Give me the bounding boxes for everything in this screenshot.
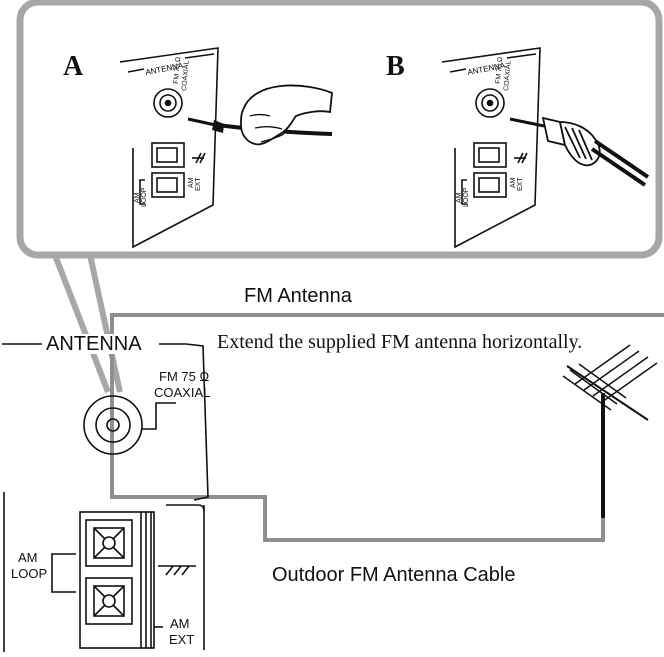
outdoor-antenna-element-7 <box>578 363 627 399</box>
am-ext-terminal-bottom <box>85 577 133 625</box>
panel-b-am-loop-small-label-1: AM <box>456 192 463 203</box>
panel-a-terminal-top <box>151 142 185 168</box>
panel-b-plug-cable-bottom <box>590 147 647 187</box>
panel-a-hand-fold-3 <box>260 133 285 143</box>
am-ext-label-line2: EXT <box>169 632 195 647</box>
panel-a-rear-plate <box>119 47 219 249</box>
outdoor-antenna-element-4 <box>601 362 658 403</box>
panel-a-am-ext-small-label-1: AM <box>188 177 195 188</box>
outdoor-antenna-boom <box>566 365 649 421</box>
panel-a-am-loop-small-label-2: LOOP <box>141 187 148 207</box>
panel-a-ground-slash-2 <box>199 152 206 164</box>
panel-b-fm-small-label-2: COAXIAL <box>503 60 513 91</box>
panel-b-fm-jack-pin <box>486 99 494 107</box>
am-loop-label-line2: LOOP <box>11 566 48 581</box>
panel-a-antenna-line-right <box>184 53 215 59</box>
main-fm-jack-middle <box>95 407 131 443</box>
panel-a-device <box>119 47 219 249</box>
ground-symbol-slash-3 <box>181 565 190 576</box>
am-loop-label-line1: AM <box>18 550 38 565</box>
panel-b-ground-slash-1 <box>517 152 524 164</box>
am-terminal-block <box>79 511 155 649</box>
panel-a-fm-small-label-1: FM 75 Ω <box>173 57 182 85</box>
am-ext-terminal-bottom-inner <box>93 585 125 617</box>
panel-a-terminal-bottom-inner <box>156 177 178 193</box>
panel-b-rear-plate <box>441 47 541 249</box>
panel-b-am-loop-small-label-2: LOOP <box>463 187 470 207</box>
ground-symbol-slash-1 <box>165 565 174 576</box>
outdoor-antenna-element-1 <box>574 344 631 385</box>
panel-b-plug-ridge-1 <box>564 126 581 159</box>
panel-b-antenna-line-left <box>449 68 467 73</box>
panel-a-terminal-top-inner <box>156 147 178 163</box>
callout-pointer-left <box>52 253 111 394</box>
antenna-section-label: ANTENNA <box>44 333 144 355</box>
panel-a-fm-small-label-2: COAXIAL <box>181 60 191 91</box>
outdoor-antenna <box>562 344 658 518</box>
callout-pointer-right <box>87 254 123 393</box>
panel-a-wire-insertion <box>187 84 333 146</box>
panel-a-am-loop-small-label-1: AM <box>134 192 141 203</box>
panel-b-terminal-bottom <box>473 172 507 198</box>
coaxial-label: COAXIAL <box>154 385 211 400</box>
outdoor-antenna-element-2 <box>583 350 640 391</box>
am-loop-terminal-top <box>85 519 133 567</box>
ground-symbol-slash-2 <box>173 565 182 576</box>
panel-b-loop-bracket <box>461 179 467 205</box>
panel-a-am-ext-small-label-2: EXT <box>195 177 202 191</box>
fm-antenna-upper-wire <box>110 313 664 392</box>
panel-b-label: B <box>386 51 405 82</box>
panel-a-wire-connector <box>212 120 224 133</box>
panel-a-hand-fold-2 <box>254 125 283 130</box>
panel-b-fm-small-label-1: FM 75 Ω <box>495 57 504 85</box>
main-device-right-edge <box>185 343 209 501</box>
outdoor-antenna-element-5 <box>562 375 612 411</box>
outdoor-fm-antenna-cable-label: Outdoor FM Antenna Cable <box>272 564 516 586</box>
panel-a-fm-jack-outer <box>153 88 183 118</box>
panel-b-plug-cable-top <box>593 139 650 179</box>
outdoor-antenna-element-3 <box>592 356 649 397</box>
panel-b-plug-pin <box>509 117 545 128</box>
panel-b-coaxial-plug <box>509 116 650 187</box>
panel-b-antenna-line-right <box>506 53 537 59</box>
main-fm-jack-inner <box>106 418 120 432</box>
panel-b-ground-slash-2 <box>521 152 528 164</box>
panel-a-fm-jack-pin <box>164 99 172 107</box>
fm-antenna-instruction: Extend the supplied FM antenna horizonta… <box>217 331 583 353</box>
panel-a-antenna-line-left <box>127 68 145 73</box>
main-antenna-section <box>2 343 209 652</box>
am-loop-terminal-top-screw <box>102 536 116 550</box>
outdoor-cable-path <box>110 392 605 542</box>
panel-b-terminal-bottom-inner <box>478 177 500 193</box>
main-device-top-corner <box>166 504 205 512</box>
panel-a-ground-slash-1 <box>195 152 202 164</box>
panel-b-device <box>441 47 541 249</box>
am-loop-terminal-top-inner <box>93 527 125 559</box>
am-ext-terminal-bottom-screw <box>102 594 116 608</box>
panel-a-hand-fold-1 <box>249 113 271 117</box>
am-loop-bracket <box>51 553 76 593</box>
panel-a-hand <box>240 84 333 146</box>
panel-a-fm-jack-inner <box>159 94 177 112</box>
panel-b-plug-ridge-2 <box>571 127 587 160</box>
fm-75-ohm-label: FM 75 Ω <box>159 369 210 384</box>
panel-a-terminal-bottom <box>151 172 185 198</box>
panel-b-terminal-top-inner <box>478 147 500 163</box>
main-fm-jack-outer <box>83 395 143 455</box>
fm-label-leader <box>141 402 176 430</box>
fm-antenna-label: FM Antenna <box>244 285 352 307</box>
panel-b-fm-jack-inner <box>481 94 499 112</box>
am-ext-label-line1: AM <box>170 616 190 631</box>
outdoor-antenna-element-6 <box>569 369 618 405</box>
panel-b-plug-ridge-3 <box>578 129 593 161</box>
panel-a-label: A <box>63 51 84 82</box>
panel-b-am-ext-small-label-1: AM <box>510 177 517 188</box>
panel-b-terminal-top <box>473 142 507 168</box>
panel-b-am-ext-small-label-2: EXT <box>517 177 524 191</box>
panel-b-fm-jack-outer <box>475 88 505 118</box>
panel-a-loop-bracket <box>139 179 145 205</box>
